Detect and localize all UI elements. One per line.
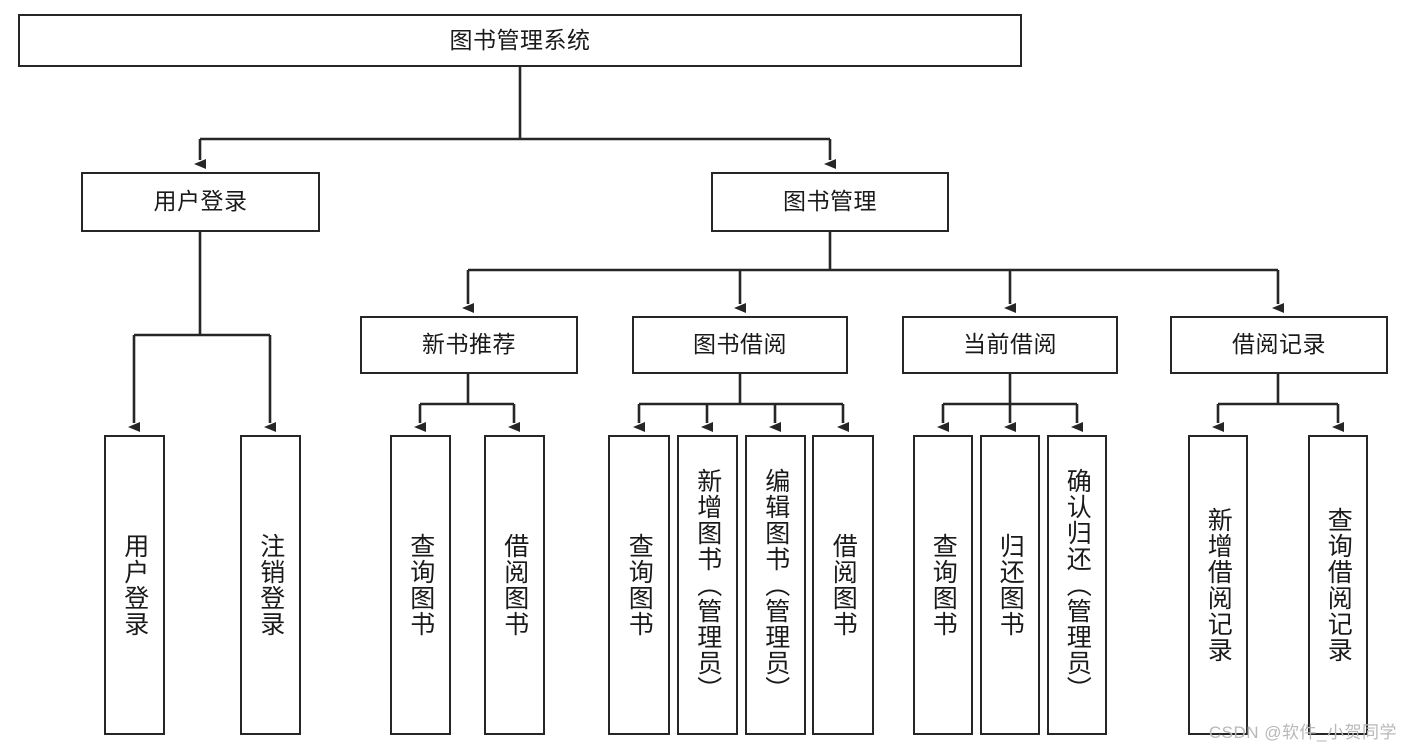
node-leaf-logout-label: 注销登录 xyxy=(256,533,285,637)
node-leaf-query-book-2-label: 查询图书 xyxy=(625,533,654,637)
node-leaf-edit-book[interactable]: 编辑图书（管理员） xyxy=(745,435,806,735)
node-leaf-borrow-book-1-label: 借阅图书 xyxy=(500,533,529,637)
node-leaf-return-book[interactable]: 归还图书 xyxy=(980,435,1040,735)
node-borrow-record-label: 借阅记录 xyxy=(1232,331,1326,358)
node-leaf-logout[interactable]: 注销登录 xyxy=(240,435,301,735)
node-book-manage[interactable]: 图书管理 xyxy=(711,172,949,232)
node-book-borrow[interactable]: 图书借阅 xyxy=(632,316,848,374)
node-book-borrow-label: 图书借阅 xyxy=(693,331,787,358)
node-borrow-record[interactable]: 借阅记录 xyxy=(1170,316,1388,374)
node-leaf-query-book-2[interactable]: 查询图书 xyxy=(608,435,670,735)
node-root-label: 图书管理系统 xyxy=(449,26,591,53)
node-leaf-confirm-return[interactable]: 确认归还（管理员） xyxy=(1047,435,1107,735)
node-leaf-query-book-3-label: 查询图书 xyxy=(929,533,958,637)
node-leaf-return-book-label: 归还图书 xyxy=(996,533,1025,637)
node-leaf-query-book-3[interactable]: 查询图书 xyxy=(913,435,973,735)
node-leaf-query-book-1-label: 查询图书 xyxy=(406,533,435,637)
node-leaf-query-record-label: 查询借阅记录 xyxy=(1324,507,1353,663)
node-user-login[interactable]: 用户登录 xyxy=(81,172,320,232)
watermark: CSDN @软件_小贺同学 xyxy=(1208,723,1397,742)
node-leaf-add-book[interactable]: 新增图书（管理员） xyxy=(677,435,738,735)
node-leaf-add-record[interactable]: 新增借阅记录 xyxy=(1188,435,1248,735)
node-leaf-edit-book-label: 编辑图书（管理员） xyxy=(761,468,790,702)
node-book-manage-label: 图书管理 xyxy=(783,188,877,215)
node-new-book-recommend[interactable]: 新书推荐 xyxy=(360,316,578,374)
node-leaf-query-record[interactable]: 查询借阅记录 xyxy=(1308,435,1368,735)
node-new-book-recommend-label: 新书推荐 xyxy=(422,331,516,358)
node-current-borrow[interactable]: 当前借阅 xyxy=(902,316,1118,374)
node-leaf-add-book-label: 新增图书（管理员） xyxy=(693,468,722,702)
node-leaf-confirm-return-label: 确认归还（管理员） xyxy=(1063,468,1092,702)
node-leaf-query-book-1[interactable]: 查询图书 xyxy=(390,435,451,735)
node-leaf-borrow-book-1[interactable]: 借阅图书 xyxy=(484,435,545,735)
node-user-login-label: 用户登录 xyxy=(153,188,248,215)
node-leaf-user-login-label: 用户登录 xyxy=(120,533,149,637)
node-root[interactable]: 图书管理系统 xyxy=(18,14,1022,67)
node-leaf-user-login[interactable]: 用户登录 xyxy=(104,435,165,735)
node-leaf-add-record-label: 新增借阅记录 xyxy=(1204,507,1233,663)
node-leaf-borrow-book-2[interactable]: 借阅图书 xyxy=(812,435,874,735)
node-current-borrow-label: 当前借阅 xyxy=(963,331,1057,358)
node-leaf-borrow-book-2-label: 借阅图书 xyxy=(829,533,858,637)
